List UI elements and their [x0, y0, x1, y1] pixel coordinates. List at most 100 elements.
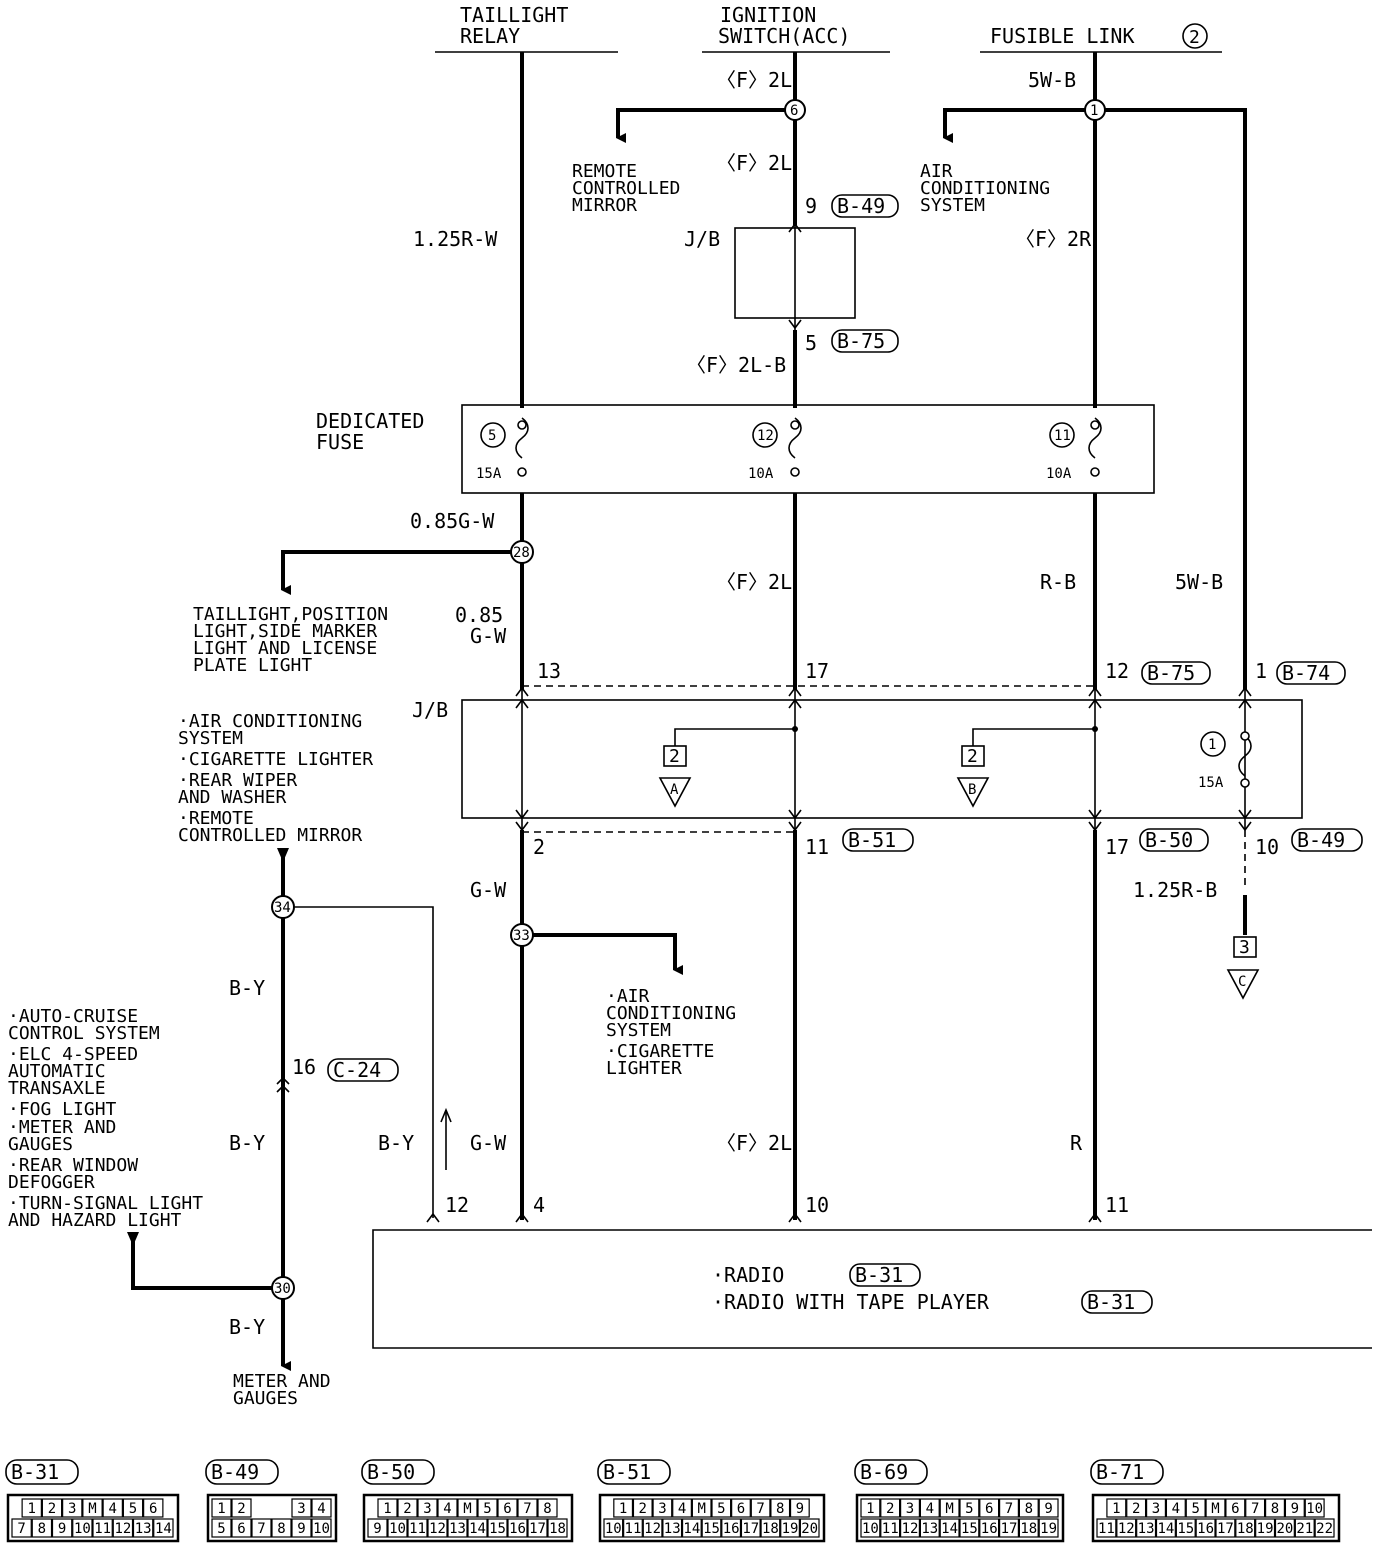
connector-body: [362, 1493, 574, 1543]
dest-meter-gauges: METER AND GAUGES: [233, 1371, 331, 1409]
pin-cell: [507, 1518, 528, 1538]
pin-cell: [1314, 1518, 1335, 1538]
pin-cell: [1294, 1518, 1315, 1538]
pin-cell: [662, 1518, 683, 1538]
dest-line: DEFOGGER: [8, 1172, 95, 1193]
pin-number: 9: [805, 194, 817, 218]
wire-label: 1.25R-W: [413, 227, 498, 251]
pin-label: 10: [605, 1521, 622, 1537]
pin-cell: [652, 1498, 673, 1518]
dest-line: AIR: [920, 161, 953, 182]
dest-line: ·REMOTE: [178, 808, 254, 829]
pin-label: 1: [28, 1501, 36, 1517]
pin-label: 2: [1132, 1501, 1140, 1517]
pin-number: 10: [1255, 835, 1279, 859]
ref-marker-b: 2 B: [956, 745, 990, 808]
connector-tag: [849, 1263, 921, 1287]
connector-body: [598, 1493, 826, 1543]
ref-number: 3: [1239, 937, 1250, 958]
dest-line: CONTROLLED MIRROR: [178, 825, 362, 846]
dest-taillight-group: TAILLIGHT,POSITION LIGHT,SIDE MARKER LIG…: [193, 604, 388, 676]
pin-cell: [1235, 1518, 1256, 1538]
pin-label: 4: [109, 1501, 117, 1517]
pin-label: 1: [1112, 1501, 1120, 1517]
dest-line: PLATE LIGHT: [193, 655, 312, 676]
pin-label: 5: [717, 1501, 725, 1517]
pin-cell: [537, 1498, 558, 1518]
connector-name: B-69: [860, 1460, 908, 1484]
ref-letter: A: [670, 782, 679, 798]
pin-cell: [1284, 1498, 1305, 1518]
connector-name: B-71: [1096, 1460, 1144, 1484]
pin-cell: [407, 1518, 428, 1538]
pin-label: 3: [1152, 1501, 1160, 1517]
fuse-12: 12 10A: [748, 417, 802, 482]
pin-label: 2: [403, 1501, 411, 1517]
pin-cell: [919, 1498, 940, 1518]
wire-label: B-Y: [378, 1131, 414, 1155]
pin-cell: [51, 1518, 73, 1538]
connector-name: B-50: [1145, 828, 1193, 852]
connector-name: B-49: [837, 194, 885, 218]
pin-label: 11: [409, 1521, 426, 1537]
source-label-line2: RELAY: [460, 24, 520, 48]
pin-label: 9: [796, 1501, 804, 1517]
splice-28: 28: [510, 540, 534, 564]
pin-label: 5: [965, 1501, 973, 1517]
pin-cell: [711, 1498, 732, 1518]
wire-by-lower: [131, 1240, 283, 1290]
splice-number: 34: [274, 900, 291, 916]
ref-number: 2: [669, 746, 680, 767]
connector-name: B-49: [1297, 828, 1345, 852]
pin-label: 6: [737, 1501, 745, 1517]
pin-label: 18: [549, 1521, 566, 1537]
connector-tag: [597, 1459, 671, 1485]
branch-remote-mirror: [616, 108, 795, 143]
fusible-link-number-circle: [1182, 23, 1208, 49]
pin-label: 3: [297, 1501, 305, 1517]
pin-label: 5: [129, 1501, 137, 1517]
source-label: FUSIBLE LINK: [990, 24, 1135, 48]
dest-lower-left-list: ·AUTO-CRUISE CONTROL SYSTEM ·ELC 4-SPEED…: [8, 1006, 203, 1231]
pin-cell: [31, 1518, 53, 1538]
pin-label: 17: [742, 1521, 759, 1537]
pin-number: 10: [805, 1193, 829, 1217]
pin-cell: [770, 1498, 791, 1518]
pin-number: 2: [533, 835, 545, 859]
pin-cell: [860, 1498, 881, 1518]
pin-cell: [780, 1518, 800, 1538]
splice-33: 33: [510, 923, 534, 947]
pin-cell: [1038, 1498, 1059, 1518]
pin-cell: [517, 1498, 538, 1518]
pin-label: 11: [625, 1521, 642, 1537]
wire-label: B-Y: [229, 1315, 265, 1339]
pin-cell: [681, 1518, 702, 1538]
pin-label: 15: [1177, 1521, 1194, 1537]
pin-label: 8: [543, 1501, 551, 1517]
pin-label: 9: [1044, 1501, 1052, 1517]
fuse-number: 11: [1054, 428, 1071, 444]
pin-label: 18: [1237, 1521, 1254, 1537]
dest-line: CONDITIONING: [920, 178, 1050, 199]
pin-label: 16: [981, 1521, 998, 1537]
wire-label: R: [1070, 1131, 1083, 1155]
jb-fuse-1: 1 15A: [1198, 731, 1252, 791]
pin-label: 12: [429, 1521, 446, 1537]
wire-label: R-B: [1040, 570, 1076, 594]
pin-label: 13: [1138, 1521, 1155, 1537]
connector-name: B-51: [603, 1460, 651, 1484]
pin-label: 8: [1025, 1501, 1033, 1517]
source-fusible-link: FUSIBLE LINK 2: [980, 23, 1222, 53]
pin-cell: [311, 1498, 332, 1518]
dest-line: ·ELC 4-SPEED: [8, 1044, 138, 1065]
wire-label: 〈F〉2L: [716, 68, 792, 92]
connector-name: B-75: [837, 329, 885, 353]
pin-label: 8: [1271, 1501, 1279, 1517]
source-label-line1: TAILLIGHT: [460, 3, 568, 27]
pin-label: 6: [985, 1501, 993, 1517]
pin-cell: [750, 1498, 771, 1518]
pin-cell: [623, 1518, 643, 1538]
